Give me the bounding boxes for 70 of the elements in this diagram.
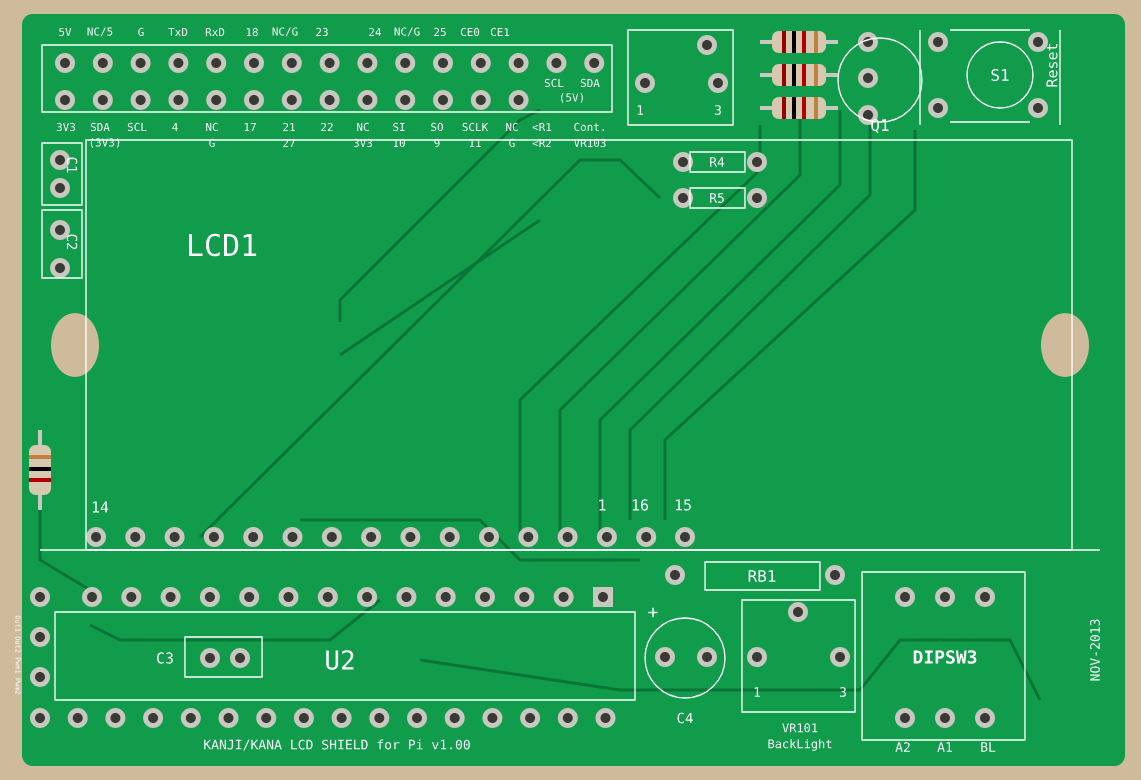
capacitor-outline: C3 xyxy=(157,636,263,678)
silkscreen-label: NOV-2013 xyxy=(1090,619,1100,681)
transistor-outline: Q1 xyxy=(837,37,923,133)
node-label: A1 xyxy=(937,742,952,752)
silkscreen-label: KANJI/KANA LCD SHIELD for Pi v1.00 xyxy=(204,739,470,751)
silkscreen-label: 24 xyxy=(369,27,382,37)
resistor-outline: R5 xyxy=(689,187,746,209)
silkscreen-label: 1 xyxy=(754,687,761,697)
silkscreen-label: 23 xyxy=(316,27,328,37)
silkscreen-label: Cont. xyxy=(574,122,604,132)
silkscreen-label: 9 xyxy=(434,138,440,148)
silkscreen-label: + xyxy=(648,607,658,618)
silkscreen-label: 1 xyxy=(599,499,606,511)
silkscreen-label: 11 xyxy=(469,139,481,147)
silkscreen-label: 10 xyxy=(393,138,405,148)
silkscreen-label: SDA xyxy=(90,122,110,132)
silkscreen-label: G xyxy=(138,27,144,37)
silkscreen-label: SO xyxy=(431,122,443,132)
dip-switch-outline: DIPSW3 A2 A1 BL xyxy=(861,571,1026,752)
silkscreen-label: G xyxy=(209,138,215,148)
silkscreen-label: NC xyxy=(506,122,518,132)
silkscreen-label: NC/5 xyxy=(87,27,113,37)
silkscreen-label: NC xyxy=(206,122,218,132)
silkscreen-label: SI xyxy=(393,122,405,132)
silkscreen-label: 27 xyxy=(283,138,295,148)
node-label: C3 xyxy=(157,652,173,664)
silkscreen-label: 25 xyxy=(434,27,446,37)
silkscreen-label: 5V xyxy=(59,27,72,37)
silkscreen-label: VR103 xyxy=(573,138,606,148)
silkscreen-label: 18 xyxy=(246,27,258,37)
capacitor-outline: C4 xyxy=(644,617,726,724)
silkscreen-label: RxD xyxy=(205,28,225,36)
silkscreen-label: 4 xyxy=(172,123,178,131)
switch-outline: S1 Reset xyxy=(966,41,1058,109)
silkscreen-label: 3 xyxy=(714,105,721,115)
silkscreen-label: SCLK xyxy=(462,122,489,132)
node-label: A2 xyxy=(895,742,910,752)
node-label: BL xyxy=(981,742,996,752)
silkscreen-label: SCL xyxy=(127,122,147,132)
silkscreen-label: 15 xyxy=(675,499,691,511)
silkscreen-label: 3V3 xyxy=(56,122,76,132)
resistor-outline: R4 xyxy=(689,151,746,173)
capacitor-outline: C2 xyxy=(41,209,83,279)
silkscreen-label: 22 xyxy=(321,122,333,132)
silkscreen-label: NC xyxy=(357,122,369,132)
silkscreen-label: (5V) xyxy=(561,93,583,103)
silkscreen-label: 3 xyxy=(839,687,846,697)
silkscreen-label: 14 xyxy=(92,501,109,513)
silkscreen-label: SDA xyxy=(580,78,600,88)
silkscreen-label: SCL xyxy=(544,78,564,88)
silkscreen-label: 16 xyxy=(632,499,648,511)
silkscreen-label: TxD xyxy=(168,28,188,36)
silkscreen-label: CE1 xyxy=(490,27,510,37)
trimmer-outline xyxy=(627,29,734,126)
silkscreen-label: G xyxy=(509,138,515,148)
node-label: VR101 BackLight xyxy=(768,723,832,751)
capacitor-outline: C1 xyxy=(41,142,83,206)
node-label: C4 xyxy=(677,712,693,724)
silkscreen-label: 3V3 xyxy=(353,138,373,148)
silkscreen-label: CE0 xyxy=(460,27,480,37)
silkscreen-label: 17 xyxy=(244,123,256,131)
silkscreen-label: NC/G xyxy=(272,27,298,37)
silkscreen-label: <R2 xyxy=(532,138,551,148)
resistor-outline: RB1 xyxy=(704,561,821,591)
node-label: Reset xyxy=(1046,43,1058,87)
silkscreen-label: <R1 xyxy=(532,123,552,131)
silkscreen-label: NC/G xyxy=(394,27,420,37)
silkscreen-label: (3V3) xyxy=(90,138,120,148)
silkscreen-label: 21 xyxy=(283,122,295,132)
silkscreen-label: 1 xyxy=(637,105,644,115)
